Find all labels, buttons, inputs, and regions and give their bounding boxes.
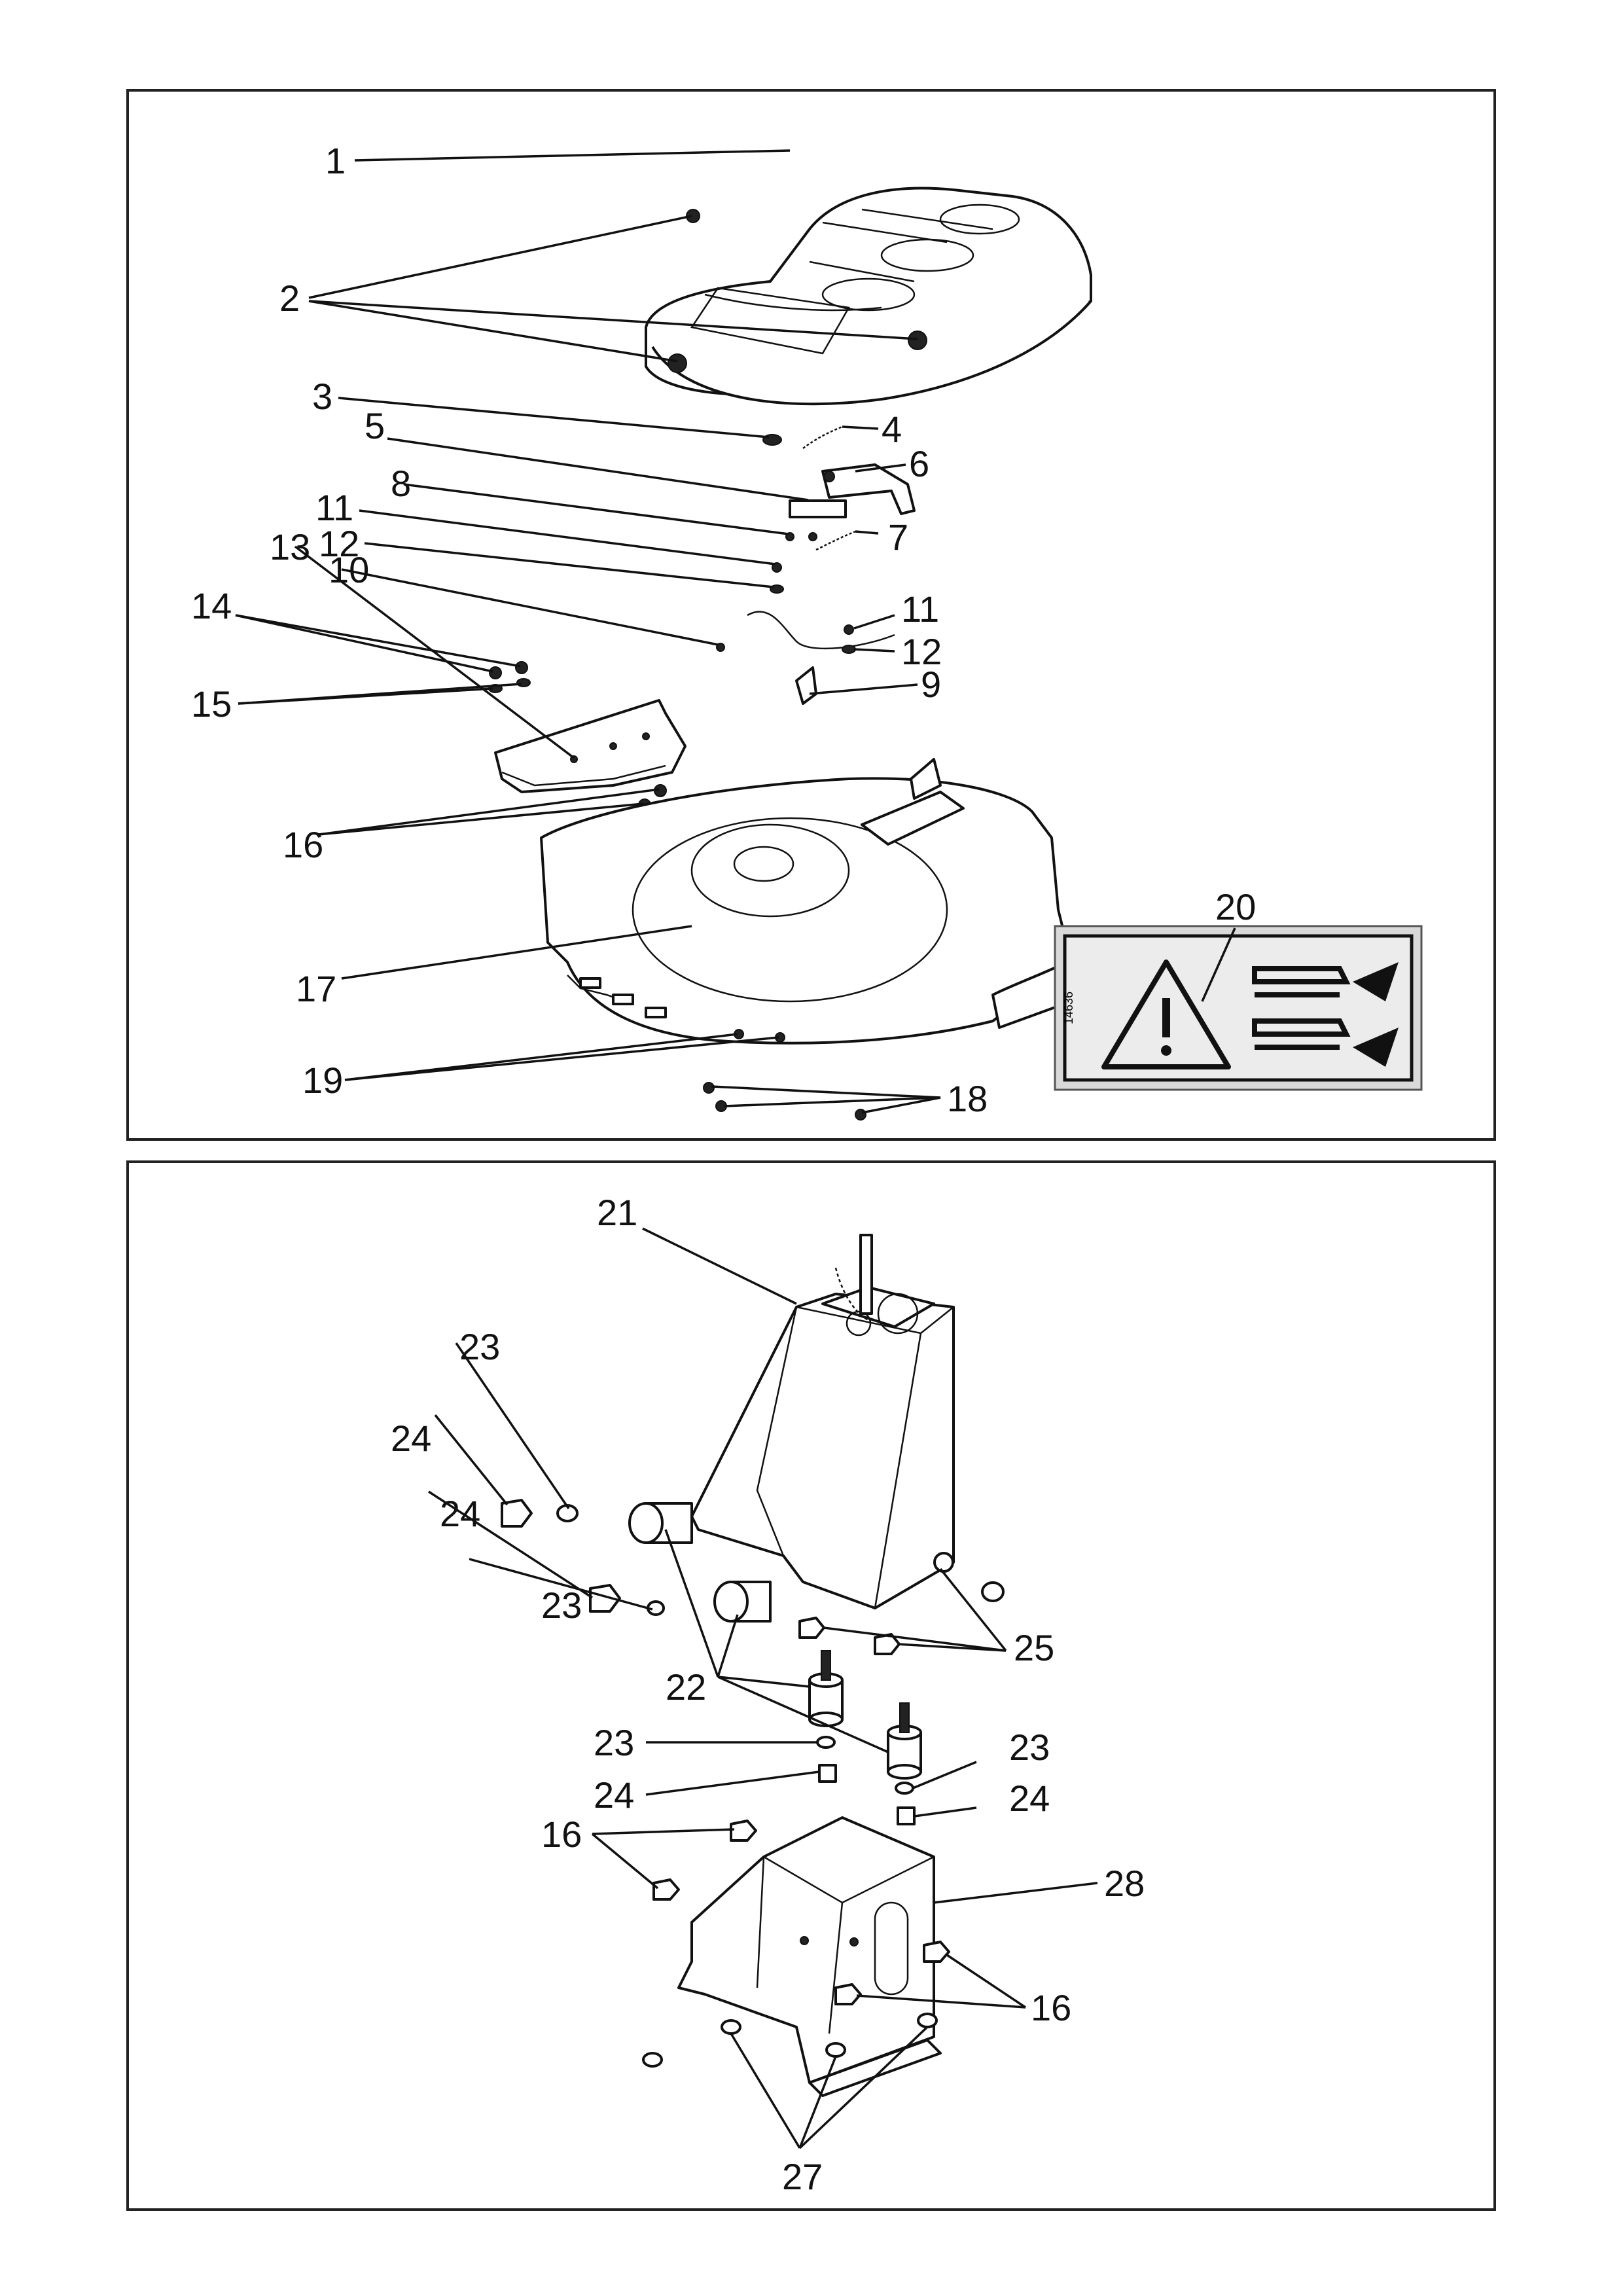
- label-13: 13: [270, 526, 310, 567]
- label-14: 14: [191, 585, 232, 626]
- part-cover: [645, 187, 1092, 406]
- label-16a: 16: [541, 1814, 582, 1855]
- label-6: 6: [909, 443, 929, 484]
- label-15: 15: [191, 683, 232, 725]
- bottom-exploded-diagram: 21 22 23 23 23 23 24 24 24 24 25 16 16 2…: [391, 1192, 1145, 2197]
- label-21: 21: [597, 1192, 637, 1233]
- label-7: 7: [888, 516, 908, 558]
- label-24d: 24: [1009, 1778, 1050, 1819]
- leader-lines-bottom: [428, 1227, 1098, 2149]
- part-gear-housing: [690, 1234, 955, 1609]
- part-mounting-bracket: [677, 1816, 942, 2097]
- part-base-deck: [540, 758, 1079, 1121]
- label-4: 4: [882, 408, 902, 450]
- label-23d: 23: [1009, 1727, 1050, 1768]
- label-5: 5: [365, 405, 385, 446]
- label-17: 17: [296, 968, 336, 1009]
- part-rubber-mounts: [628, 1502, 922, 1780]
- label-9: 9: [921, 664, 941, 705]
- label-1: 1: [325, 140, 346, 181]
- part-labels-bottom: 21 22 23 23 23 23 24 24 24 24 25 16 16 2…: [391, 1192, 1145, 2197]
- label-23c: 23: [594, 1722, 634, 1763]
- sticker-code: 14636: [1062, 992, 1075, 1024]
- label-25: 25: [1014, 1627, 1054, 1668]
- label-18: 18: [947, 1078, 988, 1119]
- part-bolts-washers-lower: [642, 1820, 950, 2068]
- label-10: 10: [329, 549, 369, 590]
- top-exploded-diagram: 14636 1 2 3 4: [191, 140, 1423, 1121]
- label-24c: 24: [594, 1774, 634, 1816]
- label-27: 27: [782, 2156, 823, 2197]
- label-23a: 23: [459, 1326, 500, 1367]
- label-8: 8: [391, 463, 411, 504]
- exploded-view-top-panel: 14636 1 2 3 4: [126, 89, 1496, 1141]
- label-23b: 23: [541, 1585, 582, 1626]
- label-11b: 11: [901, 588, 939, 630]
- warning-sticker: 14636: [1054, 925, 1423, 1091]
- part-rear-guard: [488, 661, 687, 812]
- label-19: 19: [302, 1060, 343, 1101]
- label-12a: 12: [319, 523, 359, 564]
- label-16: 16: [283, 824, 323, 865]
- leader-lines-top: [235, 149, 1236, 1114]
- label-3: 3: [312, 376, 332, 417]
- exploded-view-bottom-panel: 21 22 23 23 23 23 24 24 24 24 25 16 16 2…: [126, 1160, 1496, 2211]
- part-nuts-washers: [501, 1499, 1005, 1825]
- label-24b: 24: [440, 1493, 480, 1534]
- label-2: 2: [279, 278, 300, 319]
- label-24a: 24: [391, 1418, 431, 1459]
- label-22: 22: [666, 1666, 706, 1708]
- label-16b: 16: [1031, 1987, 1071, 2028]
- label-20: 20: [1215, 886, 1256, 927]
- part-labels-top: 1 2 3 4 5 6 7 8 9 10 11 11 12 12 13 14 1…: [191, 140, 1256, 1119]
- label-12b: 12: [901, 631, 942, 672]
- label-11a: 11: [315, 487, 353, 528]
- part-small-hardware: [716, 425, 916, 705]
- label-28: 28: [1104, 1863, 1145, 1904]
